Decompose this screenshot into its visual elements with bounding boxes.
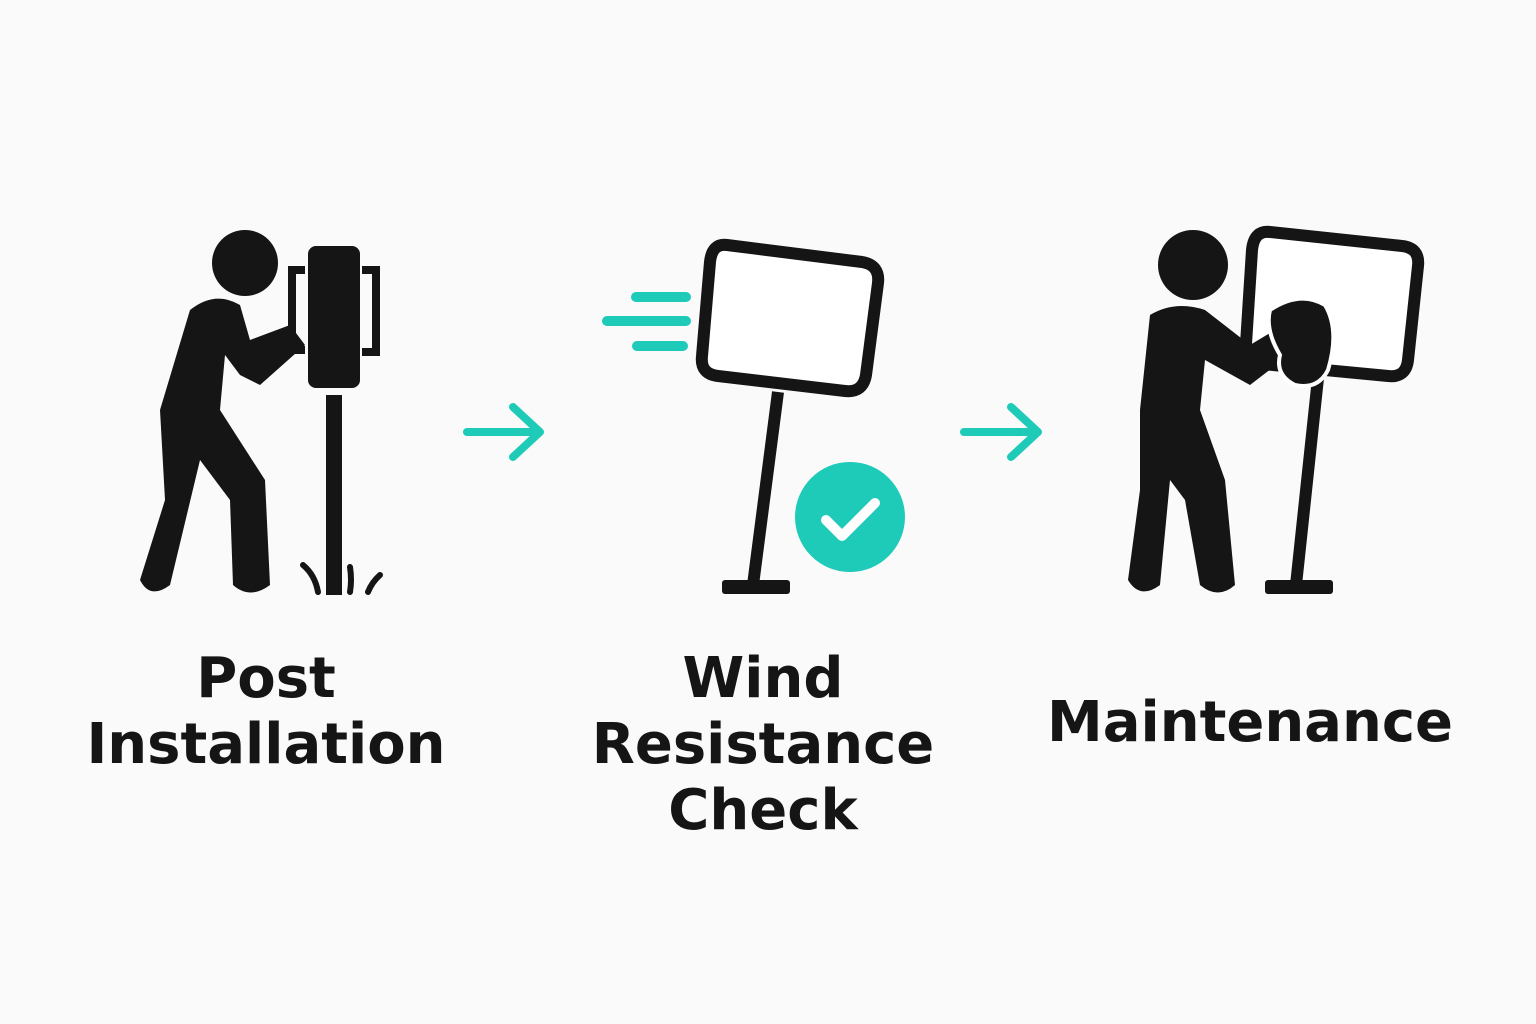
step-label-maintenance: Maintenance — [1040, 690, 1460, 756]
label-line: Post — [196, 646, 336, 711]
label-line: Check — [668, 778, 858, 843]
step-label-wind-resistance-check: Wind Resistance Check — [580, 646, 946, 844]
label-line: Wind — [682, 646, 844, 711]
step-label-post-installation: Post Installation — [80, 646, 452, 778]
check-badge-icon — [795, 462, 905, 572]
label-line: Installation — [86, 712, 446, 777]
label-line: Maintenance — [1046, 690, 1454, 755]
label-line: Resistance — [591, 712, 935, 777]
